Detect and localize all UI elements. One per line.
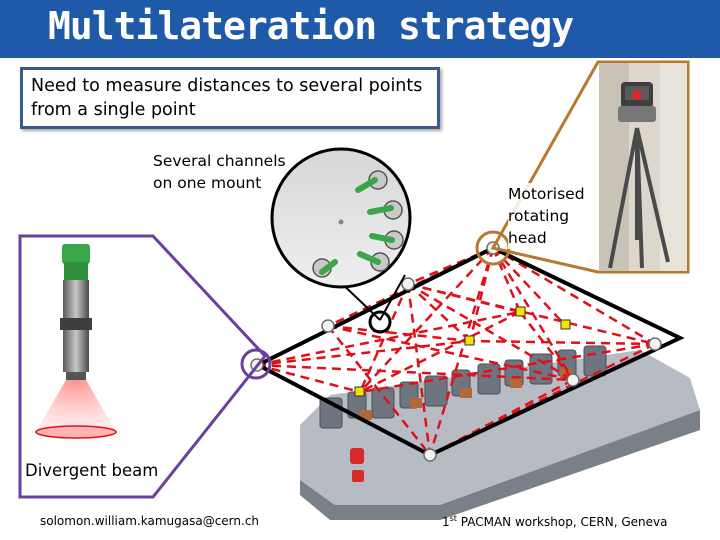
footer-event-text: PACMAN workshop, CERN, Geneva: [456, 515, 668, 529]
yellow-targets: [354, 306, 571, 397]
channels-label: Several channels on one mount: [153, 152, 286, 192]
intro-text: Need to measure distances to several poi…: [31, 76, 423, 120]
fiber-connector-icon: [312, 170, 404, 278]
footer-event-suffix: st: [449, 514, 457, 523]
tracker-callout: [475, 60, 690, 274]
footer-event-ordinal: 1: [442, 515, 450, 529]
tripod-icon: [608, 127, 670, 269]
measurement-frame: [253, 245, 685, 458]
slide-title: Multilateration strategy: [48, 4, 574, 48]
beam-label: Divergent beam: [25, 461, 159, 480]
intro-callout: Need to measure distances to several poi…: [20, 67, 440, 129]
collimator-icon: [60, 244, 92, 380]
footer-event: 1st PACMAN workshop, CERN, Geneva: [442, 514, 667, 529]
footer-email: solomon.william.kamugasa@cern.ch: [40, 514, 260, 528]
laser-tracker-icon: [618, 82, 656, 122]
title-bar: Multilateration strategy: [0, 0, 720, 58]
accelerator-module: [300, 345, 700, 520]
channels-zoom: [270, 147, 412, 334]
collimator-callout: [18, 234, 272, 499]
head-label: Motorised rotating head: [508, 183, 598, 249]
